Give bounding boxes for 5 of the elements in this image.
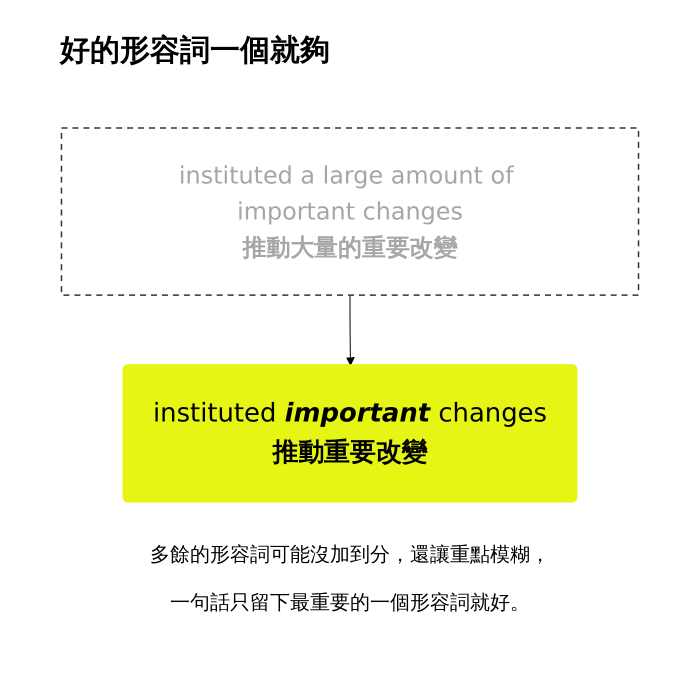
arrow — [346, 294, 355, 366]
highlight-box: instituted important changes 推動重要改變 — [122, 364, 578, 503]
caption: 多餘的形容詞可能沒加到分，還讓重點模糊，一句話只留下最重要的一個形容詞就好。 — [149, 541, 551, 616]
title: 好的形容詞一個就夠 — [60, 32, 330, 70]
dashed-box: instituted a large amount of important changes 推動大量的重要改變 — [60, 127, 640, 296]
